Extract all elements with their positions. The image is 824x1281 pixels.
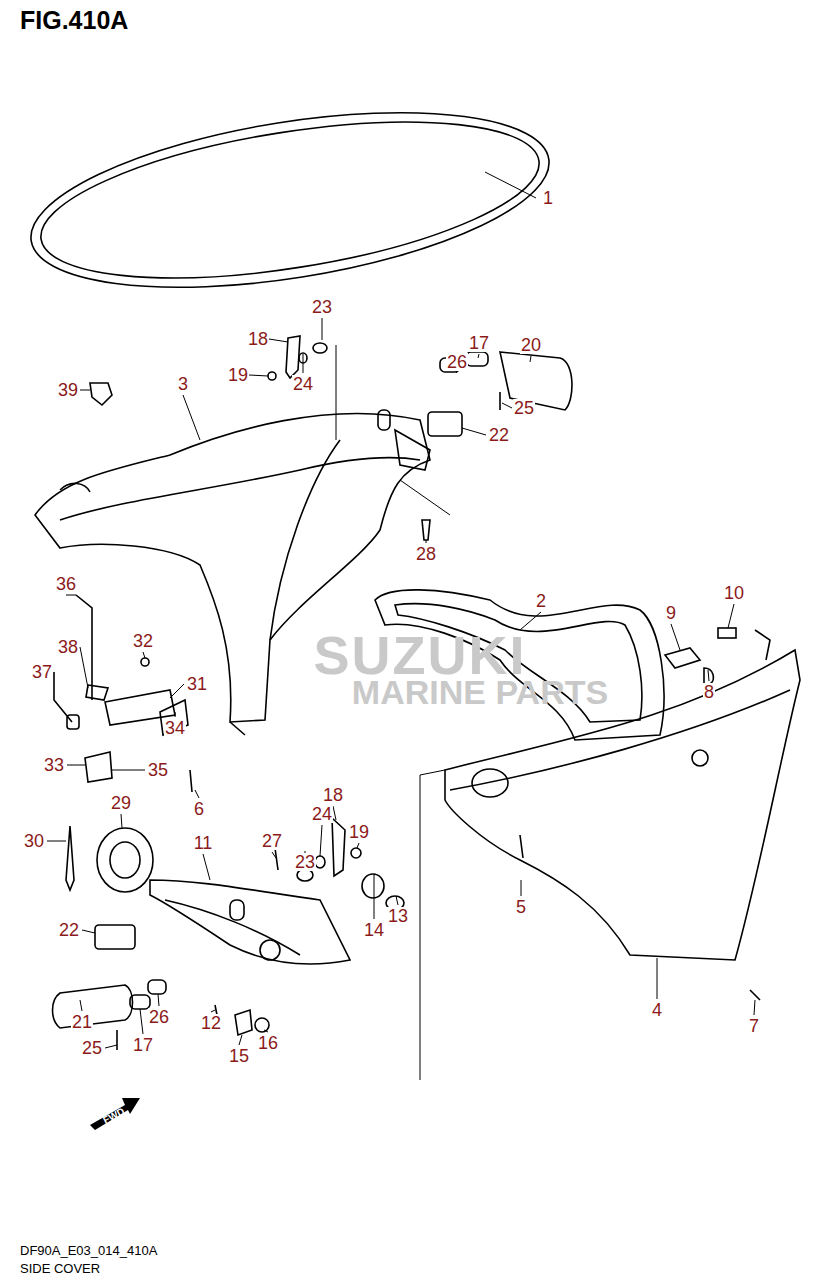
- diagram-caption: SIDE COVER: [20, 1262, 100, 1275]
- callout-number: 32: [132, 632, 154, 650]
- callout-number: 2: [535, 592, 547, 610]
- callout-number: 33: [43, 756, 65, 774]
- callout-number: 18: [247, 330, 269, 348]
- callout-number: 34: [164, 719, 186, 737]
- callout-number: 36: [55, 575, 77, 593]
- watermark: SUZUKI: [314, 628, 527, 682]
- callout-number: 14: [363, 921, 385, 939]
- callout-number: 23: [294, 853, 316, 871]
- callout-number: 6: [193, 800, 205, 818]
- callout-number: 22: [488, 426, 510, 444]
- callout-number: 20: [520, 336, 542, 354]
- callout-number: 19: [227, 366, 249, 384]
- watermark: MARINE PARTS: [352, 675, 608, 709]
- callout-number: 29: [110, 794, 132, 812]
- callout-number: 28: [415, 545, 437, 563]
- callout-number: 9: [665, 604, 677, 622]
- callout-number: 24: [311, 805, 333, 823]
- callout-number: 30: [23, 832, 45, 850]
- figure-title: FIG.410A: [20, 8, 128, 33]
- callout-number: 39: [57, 381, 79, 399]
- callout-number: 10: [723, 584, 745, 602]
- callout-number: 21: [71, 1013, 93, 1031]
- callout-number: 26: [446, 353, 468, 371]
- callout-number: 4: [651, 1001, 663, 1019]
- callout-number: 24: [292, 375, 314, 393]
- callout-number: 3: [177, 375, 189, 393]
- callout-number: 12: [200, 1014, 222, 1032]
- callout-number: 11: [193, 834, 214, 852]
- callout-number: 15: [228, 1047, 250, 1065]
- callout-number: 27: [261, 832, 283, 850]
- callout-number: 17: [468, 334, 490, 352]
- callout-number: 26: [148, 1008, 170, 1026]
- callout-number: 16: [257, 1034, 279, 1052]
- callout-number: 35: [147, 761, 169, 779]
- callout-number: 19: [348, 823, 370, 841]
- callout-number: 18: [322, 786, 344, 804]
- callout-number: 38: [57, 638, 79, 656]
- callout-number: 8: [703, 683, 715, 701]
- callout-number: 17: [132, 1036, 154, 1054]
- callout-number: 5: [515, 898, 527, 916]
- callout-number: 31: [186, 675, 208, 693]
- callout-number: 13: [387, 907, 409, 925]
- callout-number: 22: [58, 921, 80, 939]
- drawing-code: DF90A_E03_014_410A: [20, 1244, 157, 1257]
- callout-number: 1: [542, 189, 554, 207]
- callout-number: 7: [748, 1017, 760, 1035]
- callout-number: 37: [31, 663, 53, 681]
- callout-number: 25: [513, 399, 535, 417]
- direction-label: FWD: [102, 1106, 127, 1126]
- callout-number: 25: [81, 1039, 103, 1057]
- callout-number: 23: [311, 298, 333, 316]
